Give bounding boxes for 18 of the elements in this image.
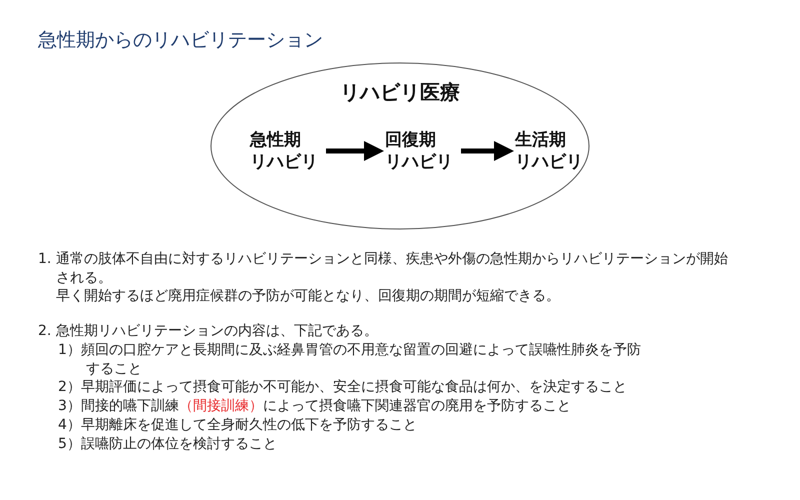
stage-label: 生活期 リハビリ: [515, 129, 583, 173]
list-text: 4）早期離床を促進して全身耐久性の低下を予防すること: [58, 416, 417, 434]
list-text: によって摂食嚥下関連器官の廃用を予防すること: [262, 397, 571, 416]
list-text: 5）誤嚥防止の体位を検討すること: [58, 435, 277, 454]
stage-label: 急性期 リハビリ: [250, 129, 318, 173]
highlight-text: （間接訓練）: [178, 397, 263, 416]
list-text: 1）頻回の口腔ケアと長期間に及ぶ経鼻胃管の不用意な留置の回避によって誤嚥性肺炎を予防すること: [58, 341, 642, 378]
ellipse-node: [210, 62, 590, 230]
slide-title: 急性期からのリハビリテーション: [38, 28, 323, 53]
arrow: [461, 141, 514, 161]
ellipse-heading: リハビリ医療: [339, 79, 461, 106]
arrow: [326, 141, 384, 161]
list-text: 3）間接的嚥下訓練: [58, 397, 179, 416]
list-text: 2）早期評価によって摂食可能か不可能か、安全に摂食可能な食品は何か、を決定すること: [58, 378, 627, 396]
list-text: 2. 急性期リハビリテーションの内容は、下記である。: [38, 322, 378, 340]
stage-label: 回復期 リハビリ: [385, 129, 453, 173]
list-text: 早く開始するほど廃用症候群の予防が可能となり、回復期の期間が短縮できる。: [56, 287, 560, 306]
list-text: 1. 通常の肢体不自由に対するリハビリテーションと同様、疾患や外傷の急性期からリハビリテーションが開始される。: [38, 250, 728, 287]
